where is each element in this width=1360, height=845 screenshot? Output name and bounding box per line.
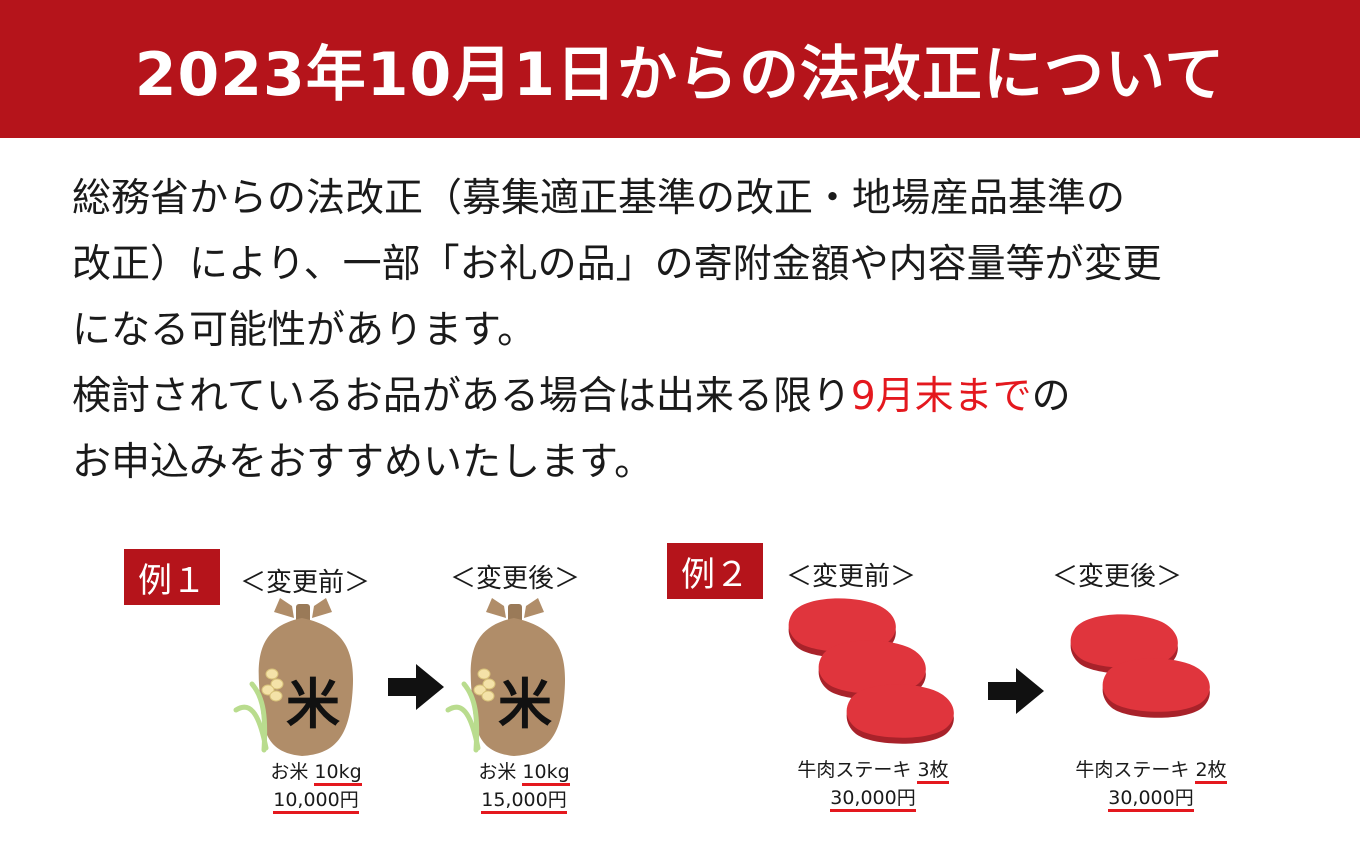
item-price: 30,000円: [830, 787, 916, 812]
example-2-before-label: ＜変更前＞: [786, 562, 917, 592]
example-1-after-label: ＜変更後＞: [450, 564, 581, 594]
example-1-tag: 例１: [124, 549, 220, 605]
notice-line-4-text: 検討されているお品がある場合は出来る限り: [72, 374, 851, 419]
rice-bag-label: 米: [498, 673, 552, 736]
notice-line-3: になる可能性があります。: [72, 308, 537, 353]
arrow-right-icon: [988, 668, 1044, 714]
example-1-before-label: ＜変更前＞: [240, 568, 371, 598]
example-2-after-label: ＜変更後＞: [1052, 562, 1183, 592]
arrow-right-icon: [388, 664, 444, 710]
item-price: 30,000円: [1108, 787, 1194, 812]
price-line: 15,000円: [444, 786, 604, 814]
deadline-highlight: 9月末まで: [850, 374, 1032, 419]
notice-line-1: 総務省からの法改正（募集適正基準の改正・地場産品基準の: [72, 176, 1126, 221]
example-2-tag: 例２: [667, 543, 763, 599]
item-name: お米: [478, 761, 523, 783]
rice-bag-icon: [445, 598, 566, 756]
item-line: 牛肉ステーキ 2枚: [1046, 756, 1256, 784]
example-2-after-caption: 牛肉ステーキ 2枚 30,000円: [1046, 756, 1256, 812]
item-name: 牛肉ステーキ: [797, 759, 918, 781]
item-name: 牛肉ステーキ: [1075, 759, 1196, 781]
example-1-before-caption: お米 10kg 10,000円: [236, 758, 396, 814]
price-line: 30,000円: [768, 784, 978, 812]
price-line: 30,000円: [1046, 784, 1256, 812]
example-1-after-caption: お米 10kg 15,000円: [444, 758, 604, 814]
notice-line-2: 改正）により、一部「お礼の品」の寄附金額や内容量等が変更: [72, 242, 1162, 287]
item-line: 牛肉ステーキ 3枚: [768, 756, 978, 784]
item-price: 15,000円: [481, 789, 567, 814]
rice-bag-label: 米: [286, 673, 340, 736]
example-2-before-caption: 牛肉ステーキ 3枚 30,000円: [768, 756, 978, 812]
item-name: お米: [270, 761, 315, 783]
notice-text: 総務省からの法改正（募集適正基準の改正・地場産品基準の 改正）により、一部「お礼…: [72, 166, 1312, 496]
item-amount: 10kg: [314, 761, 362, 786]
page-title: 2023年10月1日からの法改正について: [134, 39, 1226, 110]
steak-icon: [788, 598, 954, 744]
item-amount: 10kg: [522, 761, 570, 786]
notice-line-4: 検討されているお品がある場合は出来る限り9月末までの: [72, 364, 1312, 430]
steak-icon: [1070, 614, 1210, 718]
notice-line-5: お申込みをおすすめいたします。: [72, 440, 654, 485]
notice-line-4-tail: の: [1031, 374, 1071, 419]
rice-bag-icon: [233, 598, 354, 756]
price-line: 10,000円: [236, 786, 396, 814]
item-line: お米 10kg: [236, 758, 396, 786]
item-amount: 2枚: [1195, 759, 1227, 784]
item-price: 10,000円: [273, 789, 359, 814]
item-line: お米 10kg: [444, 758, 604, 786]
item-amount: 3枚: [917, 759, 949, 784]
header-banner: 2023年10月1日からの法改正について: [0, 0, 1360, 138]
